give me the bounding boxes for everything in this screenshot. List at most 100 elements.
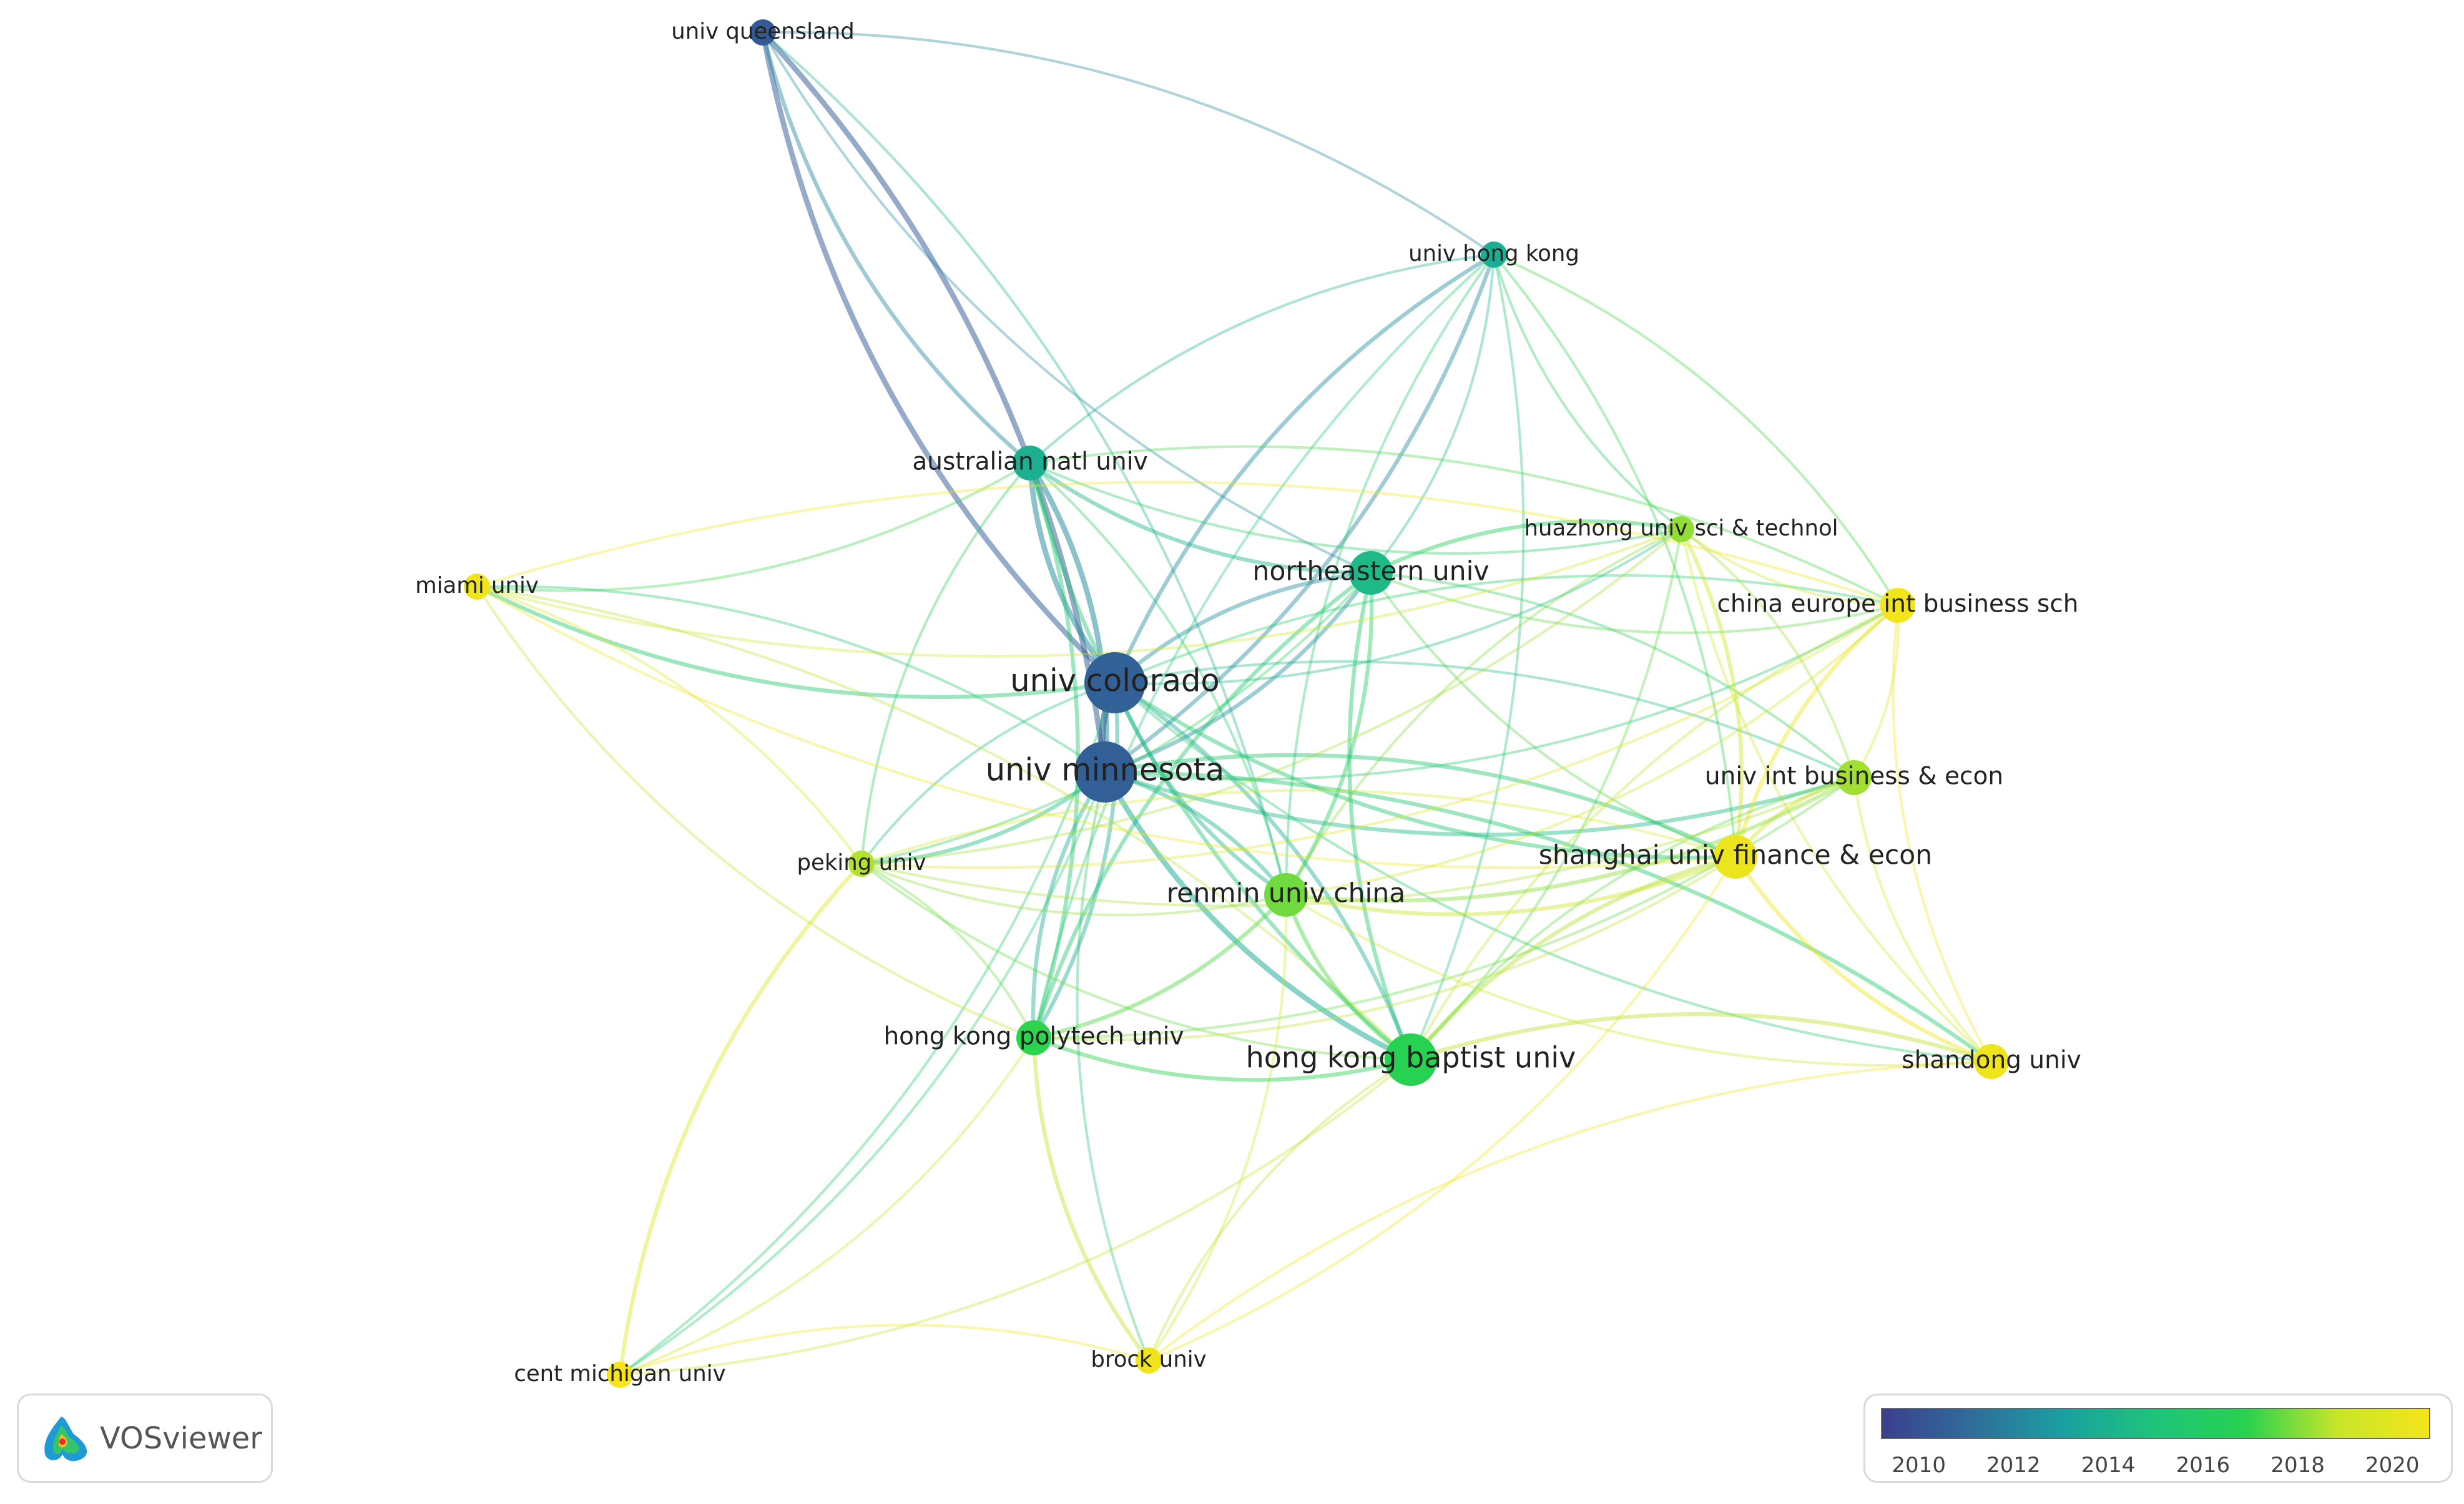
link-anu-peking <box>860 462 1031 864</box>
vosviewer-logo-icon <box>44 1416 87 1461</box>
link-renmin-polyu <box>1033 893 1288 1040</box>
node-label-huazhong[interactable]: huazhong univ sci & technol <box>1524 515 1838 541</box>
link-minnesota-brock <box>1076 771 1150 1361</box>
node-label-minnesota[interactable]: univ minnesota <box>986 752 1225 788</box>
link-colorado-hkbu <box>1114 681 1413 1061</box>
node-anu[interactable] <box>1013 446 1048 481</box>
node-label-miami[interactable]: miami univ <box>415 573 539 598</box>
labels-layer: univ queensland univ hong kong australian … <box>415 19 2081 1387</box>
link-colorado-miami <box>476 585 1116 700</box>
link-colorado-cmich <box>619 682 1116 1376</box>
node-label-peking[interactable]: peking univ <box>797 850 926 876</box>
link-uibe-renmin <box>1285 776 1855 903</box>
brand-name: VOSviewer <box>100 1420 263 1456</box>
node-shanghai[interactable] <box>1714 835 1757 879</box>
link-colorado-renmin <box>1113 681 1287 897</box>
legend-tick-2020: 2020 <box>2365 1453 2420 1478</box>
node-miami[interactable] <box>464 574 490 600</box>
link-polyu-brock <box>1031 1037 1151 1362</box>
node-label-ceibs[interactable]: china europe int business sch <box>1717 590 2078 618</box>
node-label-colorado[interactable]: univ colorado <box>1010 663 1219 699</box>
node-label-queensland[interactable]: univ queensland <box>671 19 855 44</box>
node-label-shanghai[interactable]: shanghai univ finance & econ <box>1539 841 1933 871</box>
link-anu-minnesota <box>1028 461 1109 773</box>
link-uibe-shandong <box>1852 777 1993 1063</box>
link-minnesota-polyu <box>1031 771 1107 1038</box>
link-hongkong-anu <box>1029 253 1495 464</box>
link-minnesota-peking <box>861 770 1106 866</box>
link-polyu-hkbu <box>1033 1036 1411 1082</box>
link-ceibs-hkbu <box>1410 604 1898 1061</box>
link-peking-hkbu <box>860 862 1411 1062</box>
link-miami-ceibs <box>476 481 1898 607</box>
node-hongkong[interactable] <box>1481 242 1507 268</box>
link-northeastern-colorado <box>1113 570 1372 685</box>
node-label-uibe[interactable]: univ int business & econ <box>1705 763 2003 791</box>
link-shanghai-hkbu <box>1409 854 1736 1062</box>
node-label-renmin[interactable]: renmin univ china <box>1167 879 1406 909</box>
node-label-hongkong[interactable]: univ hong kong <box>1408 241 1579 266</box>
node-label-shandong[interactable]: shandong univ <box>1902 1047 2081 1075</box>
node-label-cmich[interactable]: cent michigan univ <box>514 1361 725 1387</box>
node-label-hkbu[interactable]: hong kong baptist univ <box>1246 1041 1576 1075</box>
link-colorado-uibe <box>1114 660 1855 779</box>
link-peking-renmin <box>861 862 1287 917</box>
link-queensland-renmin <box>762 31 1288 896</box>
node-ceibs[interactable] <box>1880 588 1915 623</box>
node-label-brock[interactable]: brock univ <box>1091 1347 1206 1372</box>
node-label-northeastern[interactable]: northeastern univ <box>1252 557 1489 587</box>
node-minnesota[interactable] <box>1074 741 1136 803</box>
node-peking[interactable] <box>848 851 875 877</box>
legend-tick-2016: 2016 <box>2176 1453 2231 1478</box>
link-uibe-peking <box>861 776 1855 907</box>
link-shandong-brock <box>1147 1060 1992 1362</box>
link-renmin-brock <box>1147 894 1288 1362</box>
link-hongkong-huazhong <box>1492 254 1682 530</box>
link-miami-hkbu <box>476 585 1412 1061</box>
node-queensland[interactable] <box>750 19 776 46</box>
node-uibe[interactable] <box>1837 760 1872 795</box>
nodes-layer <box>464 19 2009 1388</box>
link-northeastern-polyu <box>1031 571 1372 1038</box>
link-northeastern-minnesota <box>1104 572 1373 774</box>
link-peking-polyu <box>861 862 1035 1038</box>
node-brock[interactable] <box>1136 1347 1162 1374</box>
node-cmich[interactable] <box>607 1362 633 1388</box>
legend-tick-2012: 2012 <box>1986 1453 2041 1478</box>
link-anu-ceibs <box>1029 445 1898 607</box>
link-northeastern-huazhong <box>1370 519 1682 575</box>
node-colorado[interactable] <box>1084 652 1146 713</box>
link-hongkong-northeastern <box>1370 254 1496 574</box>
node-label-polyu[interactable]: hong kong polytech univ <box>883 1023 1184 1051</box>
link-hongkong-polyu <box>1032 253 1495 1038</box>
link-anu-miami <box>476 462 1031 592</box>
node-shandong[interactable] <box>1974 1044 2009 1079</box>
link-anu-colorado <box>1027 462 1117 685</box>
node-hkbu[interactable] <box>1385 1033 1437 1086</box>
link-queensland-northeastern <box>762 31 1372 574</box>
node-polyu[interactable] <box>1016 1020 1051 1055</box>
link-renmin-hkbu <box>1284 894 1412 1062</box>
legend-color-scale <box>1881 1408 2430 1439</box>
link-ceibs-renmin <box>1285 604 1899 897</box>
link-polyu-cmich <box>619 1037 1035 1376</box>
link-anu-renmin <box>1029 462 1288 896</box>
link-minnesota-miami <box>476 585 1106 773</box>
legend-tick-2014: 2014 <box>2081 1453 2136 1478</box>
node-huazhong[interactable] <box>1668 516 1694 542</box>
link-ceibs-shanghai <box>1733 603 1900 857</box>
link-huazhong-ceibs <box>1680 528 1898 607</box>
link-hongkong-shanghai <box>1493 253 1737 857</box>
link-minnesota-shandong <box>1104 769 1993 1063</box>
node-northeastern[interactable] <box>1349 551 1393 595</box>
link-hongkong-minnesota <box>1104 253 1496 774</box>
link-huazhong-uibe <box>1680 528 1856 778</box>
link-minnesota-hkbu <box>1102 770 1412 1062</box>
node-label-anu[interactable]: australian natl univ <box>912 448 1147 476</box>
link-colorado-peking <box>860 681 1116 865</box>
node-renmin[interactable] <box>1264 873 1308 917</box>
link-huazhong-renmin <box>1285 528 1682 896</box>
link-shanghai-brock <box>1148 856 1737 1362</box>
